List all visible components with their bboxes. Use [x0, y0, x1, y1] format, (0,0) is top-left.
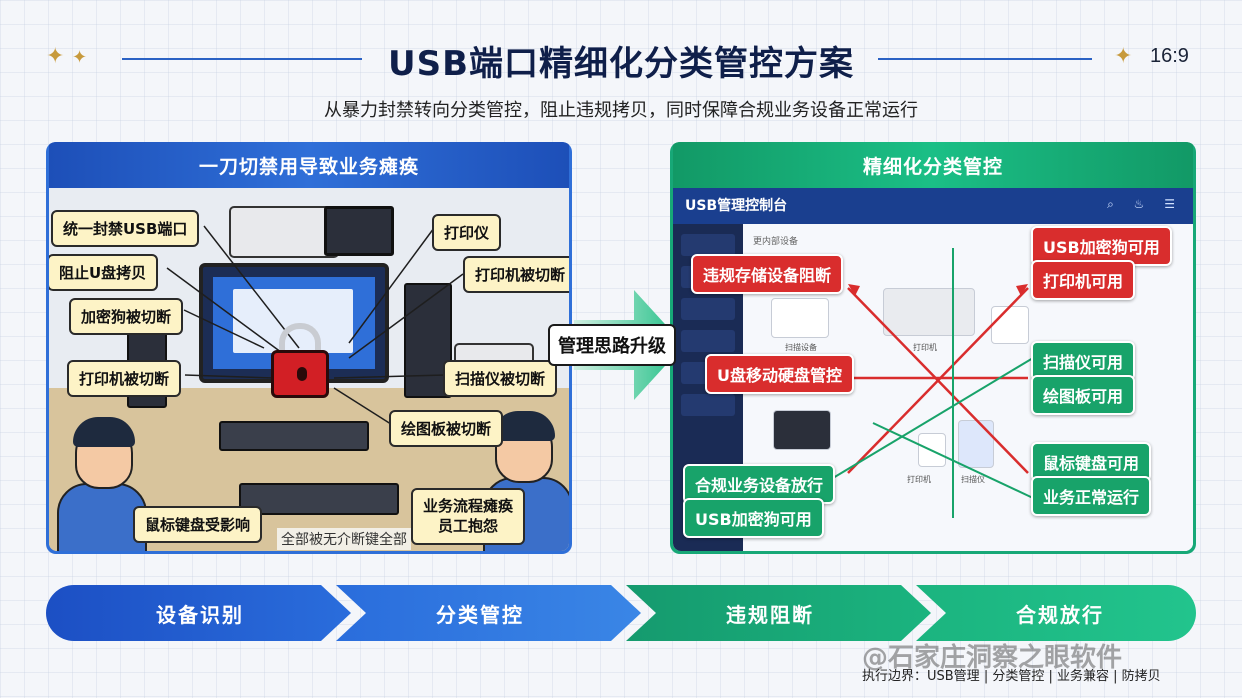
header-divider-right: [878, 58, 1092, 60]
tablet-device-icon: [991, 306, 1029, 344]
sidebar-item[interactable]: [681, 330, 735, 352]
aspect-ratio: 16:9: [1150, 45, 1189, 67]
lock-shackle: [279, 323, 321, 359]
upgrade-label: 管理思路升级: [548, 324, 676, 366]
sidebar-item[interactable]: [681, 234, 735, 256]
sidebar-item[interactable]: [681, 298, 735, 320]
pointer-lines: [166, 225, 464, 427]
label-dongle-available-top: USB加密狗可用: [1031, 226, 1172, 266]
console-topbar: USB管理控制台 ⌕ ♨ ☰: [673, 188, 1193, 224]
control-flow-lines: [832, 248, 1034, 518]
label-business-running: 业务正常运行: [1031, 476, 1152, 516]
printer-device-icon: [883, 288, 975, 336]
tablet-device-icon: [958, 420, 994, 468]
sidebar-item[interactable]: [681, 394, 735, 416]
label-mouse-keyboard: 鼠标键盘受影响: [133, 506, 263, 543]
printer-device-icon: [229, 206, 339, 258]
step-1-shape: [46, 585, 351, 641]
keyboard-icon: [239, 483, 399, 515]
sparkle-icon: ✦: [72, 47, 88, 68]
console-toolbar-icons[interactable]: ⌕ ♨ ☰: [1107, 197, 1183, 211]
process-step-1: 设备识别: [156, 602, 244, 627]
label-block-storage: 违规存储设备阻断: [691, 254, 844, 294]
before-panel-title: 一刀切禁用导致业务瘫痪: [49, 142, 569, 188]
process-chevrons: [46, 585, 1196, 641]
label-u-disk: 阻止U盘拷贝: [49, 254, 159, 291]
scene-caption: 全部被无介断键全部: [277, 528, 411, 550]
red-lock-icon: [271, 350, 329, 398]
label-scanner-available: 扫描仪可用: [1031, 341, 1136, 381]
label-printer-cut-left: 打印机被切断: [67, 360, 182, 397]
worried-employee-left: [57, 403, 147, 551]
content-header: 更内部设备: [753, 237, 799, 247]
label-dongle-available-bottom: USB加密狗可用: [683, 498, 824, 538]
process-step-3: 违规阻断: [726, 602, 814, 627]
monitor-device-icon: [773, 410, 831, 450]
label-workflow-paralysis: 业务流程瘫痪 员工抱怨: [411, 488, 526, 545]
device-label: 扫描仪: [961, 475, 985, 484]
label-scanner-cut: 扫描仪被切断: [443, 360, 558, 397]
page-subtitle: 从暴力封禁转向分类管控，阻止违规拷贝，同时保障合规业务设备正常运行: [324, 100, 918, 121]
header-divider-left: [122, 58, 362, 60]
label-tablet-available: 绘图板可用: [1031, 375, 1136, 415]
usb-console: USB管理控制台 ⌕ ♨ ☰ 更内部设备 扫描设备 打印机 打印机 扫描仪: [673, 188, 1193, 551]
after-panel: 精细化分类管控 USB管理控制台 ⌕ ♨ ☰ 更内部设备 扫描设备 打印机 打印…: [670, 142, 1196, 554]
label-plotter: 打印仪: [432, 214, 502, 251]
step-2-shape: [336, 585, 641, 641]
device-label: 扫描设备: [785, 343, 817, 352]
label-dongle-cut: 加密狗被切断: [69, 298, 184, 335]
secondary-monitor-icon: [324, 206, 394, 256]
label-printer-cut-right: 打印机被切断: [463, 256, 569, 293]
watermark: @石家庄洞察之眼软件: [862, 643, 1123, 673]
after-panel-title: 精细化分类管控: [673, 142, 1193, 188]
label-printer-available: 打印机可用: [1031, 260, 1136, 300]
before-panel: 一刀切禁用导致业务瘫痪: [46, 142, 572, 554]
mini-pc-device-icon: [771, 298, 829, 338]
step-3-shape: [626, 585, 931, 641]
sparkle-icon: ✦: [46, 44, 65, 69]
keyhole: [297, 367, 307, 381]
page-title: USB端口精细化分类管控方案: [387, 44, 854, 84]
label-usb-block: 统一封禁USB端口: [51, 210, 200, 247]
sparkle-icon: ✦: [1114, 44, 1133, 69]
office-scene: 统一封禁USB端口 阻止U盘拷贝 加密狗被切断 打印机被切断 打印仪 打印机被切…: [49, 188, 569, 551]
process-step-4: 合规放行: [1016, 602, 1104, 627]
device-label: 打印机: [913, 343, 937, 352]
step-4-shape: [916, 585, 1196, 641]
footer-note: 执行边界：USB管理 | 分类管控 | 业务兼容 | 防拷贝: [862, 669, 1161, 684]
device-label: 打印机: [907, 475, 931, 484]
keyboard-icon: [219, 421, 369, 451]
label-u-disk-control: U盘移动硬盘管控: [705, 354, 854, 394]
label-mouse-keyboard-available: 鼠标键盘可用: [1031, 442, 1152, 482]
console-title: USB管理控制台: [685, 198, 788, 214]
label-tablet-cut: 绘图板被切断: [389, 410, 504, 447]
process-step-2: 分类管控: [436, 602, 524, 627]
